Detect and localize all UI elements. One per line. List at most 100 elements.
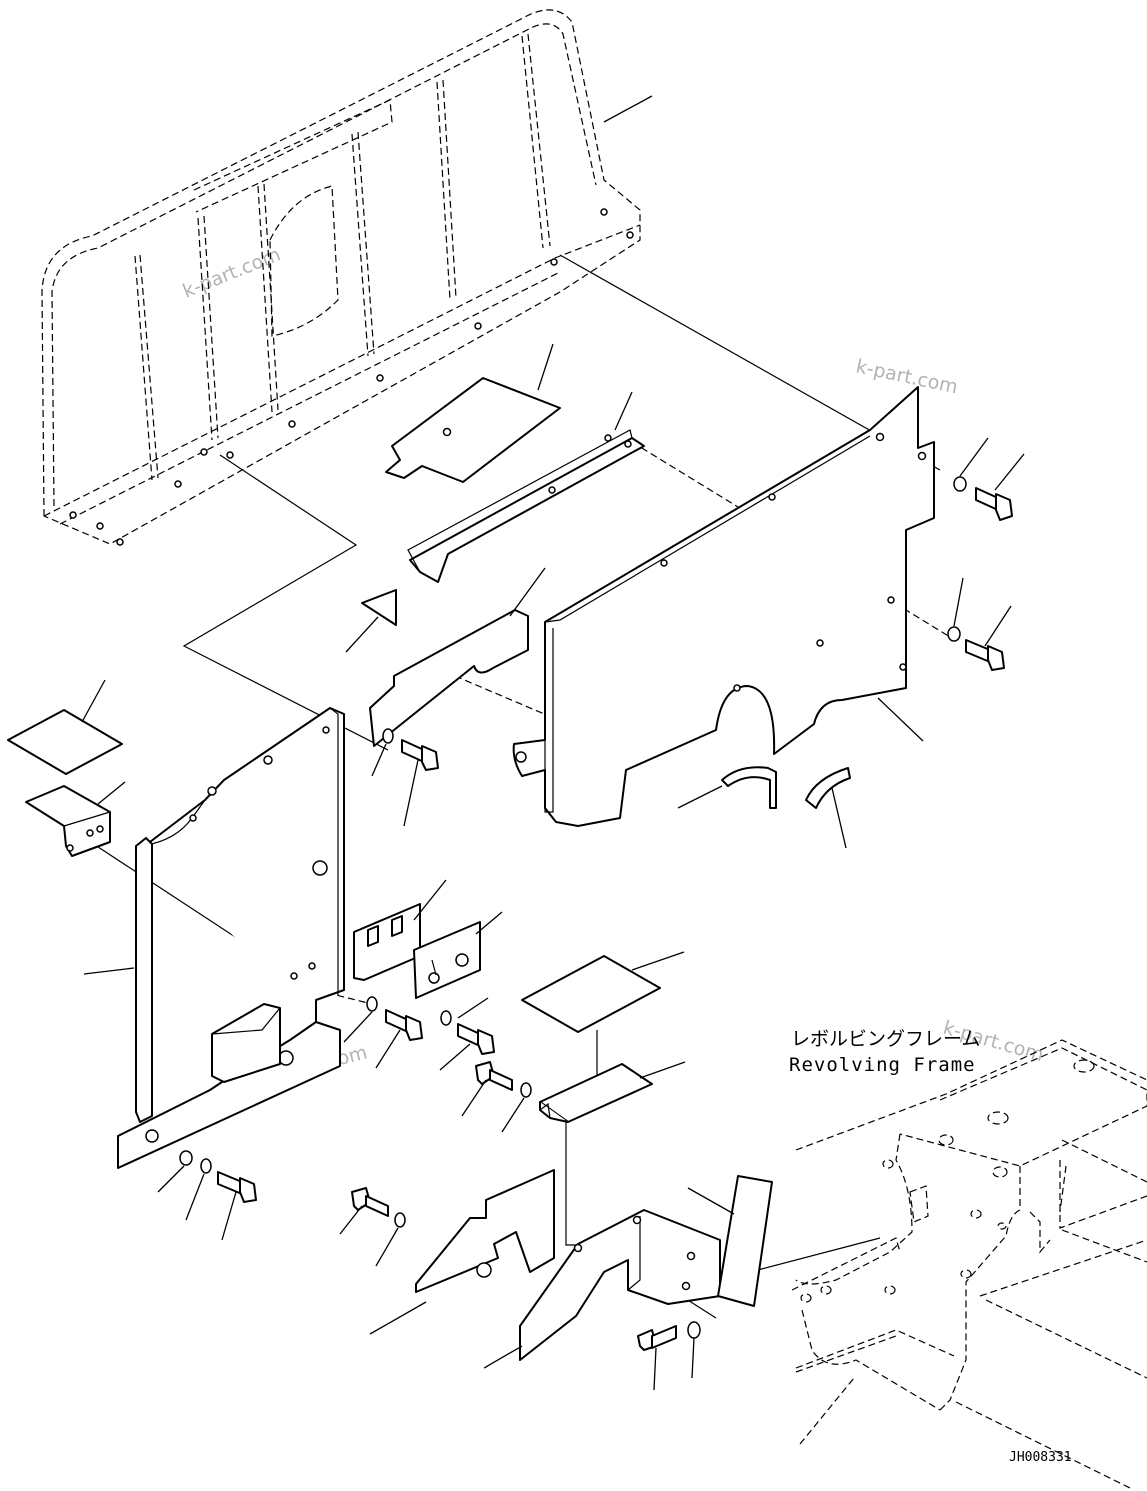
bolt	[489, 1069, 513, 1091]
frame-hole	[600, 208, 608, 216]
reference-triangle-mark	[361, 589, 397, 626]
leader-line	[185, 1173, 205, 1221]
frame-hole	[987, 1111, 1009, 1125]
leader-line	[221, 1191, 237, 1241]
frame-label-english: Revolving Frame	[789, 1054, 976, 1076]
leader-line	[984, 605, 1012, 647]
leader-line	[877, 697, 924, 742]
leader-line	[413, 879, 447, 921]
watermark: k-part.com	[854, 355, 960, 398]
leader-line	[343, 1011, 373, 1043]
leader-line	[603, 95, 653, 123]
leader-line	[537, 343, 554, 391]
panel-hole	[660, 559, 668, 567]
bolt-head	[421, 745, 439, 771]
frame-hole	[997, 1222, 1007, 1230]
bent-cover-plate	[539, 1063, 653, 1123]
panel-hole	[308, 962, 316, 970]
leader-line	[653, 1347, 657, 1391]
leader-line	[457, 997, 489, 1019]
frame-hole	[226, 451, 234, 459]
bolt	[365, 1195, 389, 1217]
washer	[687, 1321, 701, 1339]
frame-hole	[200, 448, 208, 456]
pipe-clip	[721, 766, 777, 809]
bolt	[385, 1009, 409, 1033]
leader-line	[691, 1337, 695, 1379]
leader-line	[369, 1301, 427, 1335]
frame-hole	[116, 538, 124, 546]
bolt	[457, 1023, 481, 1047]
panel-hole	[887, 596, 895, 604]
bolt	[401, 739, 425, 763]
frame-hole	[288, 420, 296, 428]
frame-hole	[474, 322, 482, 330]
frame-hole	[992, 1166, 1008, 1178]
leader-line	[157, 1165, 185, 1193]
bolt-set-lower-left	[157, 1150, 257, 1241]
leader-line	[614, 391, 633, 431]
leader-line	[501, 1097, 525, 1133]
square-cover-plate	[521, 955, 661, 1033]
washer	[440, 1010, 452, 1026]
leader-line	[439, 1043, 471, 1071]
bracket-hole	[624, 440, 632, 448]
leader-line	[959, 437, 989, 477]
frame-hole	[882, 1159, 894, 1169]
panel-hole	[278, 1050, 294, 1066]
panel-hole	[515, 751, 527, 763]
leader-line	[371, 743, 387, 777]
bracket-hole	[548, 486, 556, 494]
leader-line	[831, 787, 847, 849]
panel-hole	[312, 860, 328, 876]
bent-cover-plate-flange	[539, 1102, 569, 1123]
panel-hole	[189, 814, 197, 822]
bracket-hole	[632, 1215, 642, 1225]
washer	[953, 476, 967, 492]
bolt-head	[987, 645, 1005, 671]
washer	[394, 1212, 406, 1228]
frame-hole	[550, 258, 558, 266]
leader-line	[81, 679, 106, 723]
frame-hole	[376, 374, 384, 382]
small-square-plate	[7, 709, 123, 775]
leader-line	[994, 453, 1025, 491]
leader-line	[345, 616, 379, 653]
panel-hole	[322, 726, 330, 734]
bolt-set-lower-right	[637, 1321, 701, 1391]
panel-hole	[917, 451, 927, 461]
bolt	[217, 1171, 243, 1195]
pipe-clip	[805, 767, 851, 809]
leader-line	[475, 911, 503, 935]
frame-hole	[174, 480, 182, 488]
left-panel-pocket	[211, 1003, 281, 1083]
leader-line	[375, 1227, 399, 1267]
mid-upper-plate	[369, 609, 529, 747]
lower-mount-bracket	[519, 1209, 721, 1361]
frame-hole	[1073, 1059, 1095, 1073]
drawing-code: JH008331	[1009, 1450, 1072, 1465]
leader-line	[483, 1345, 523, 1369]
washer	[520, 1082, 532, 1098]
slotted-plate	[413, 921, 481, 999]
leader-line	[339, 1205, 363, 1235]
leader-line	[639, 1061, 686, 1079]
bracket-hole	[86, 829, 94, 837]
bolt-head	[405, 1015, 423, 1041]
leader-line	[953, 577, 964, 627]
panel-hole	[207, 786, 217, 796]
frame-hole	[938, 1134, 954, 1146]
washer	[947, 626, 961, 642]
large-right-panel	[512, 386, 935, 827]
washer	[200, 1158, 212, 1174]
bracket-hole	[96, 825, 104, 833]
leader-line	[461, 1079, 487, 1117]
panel-hole	[263, 755, 273, 765]
panel-hole	[816, 639, 824, 647]
frame-hole	[884, 1285, 896, 1295]
leader-line	[97, 781, 126, 805]
bracket-hole	[604, 434, 612, 442]
frame-hole	[96, 522, 104, 530]
panel-hole	[290, 972, 298, 980]
